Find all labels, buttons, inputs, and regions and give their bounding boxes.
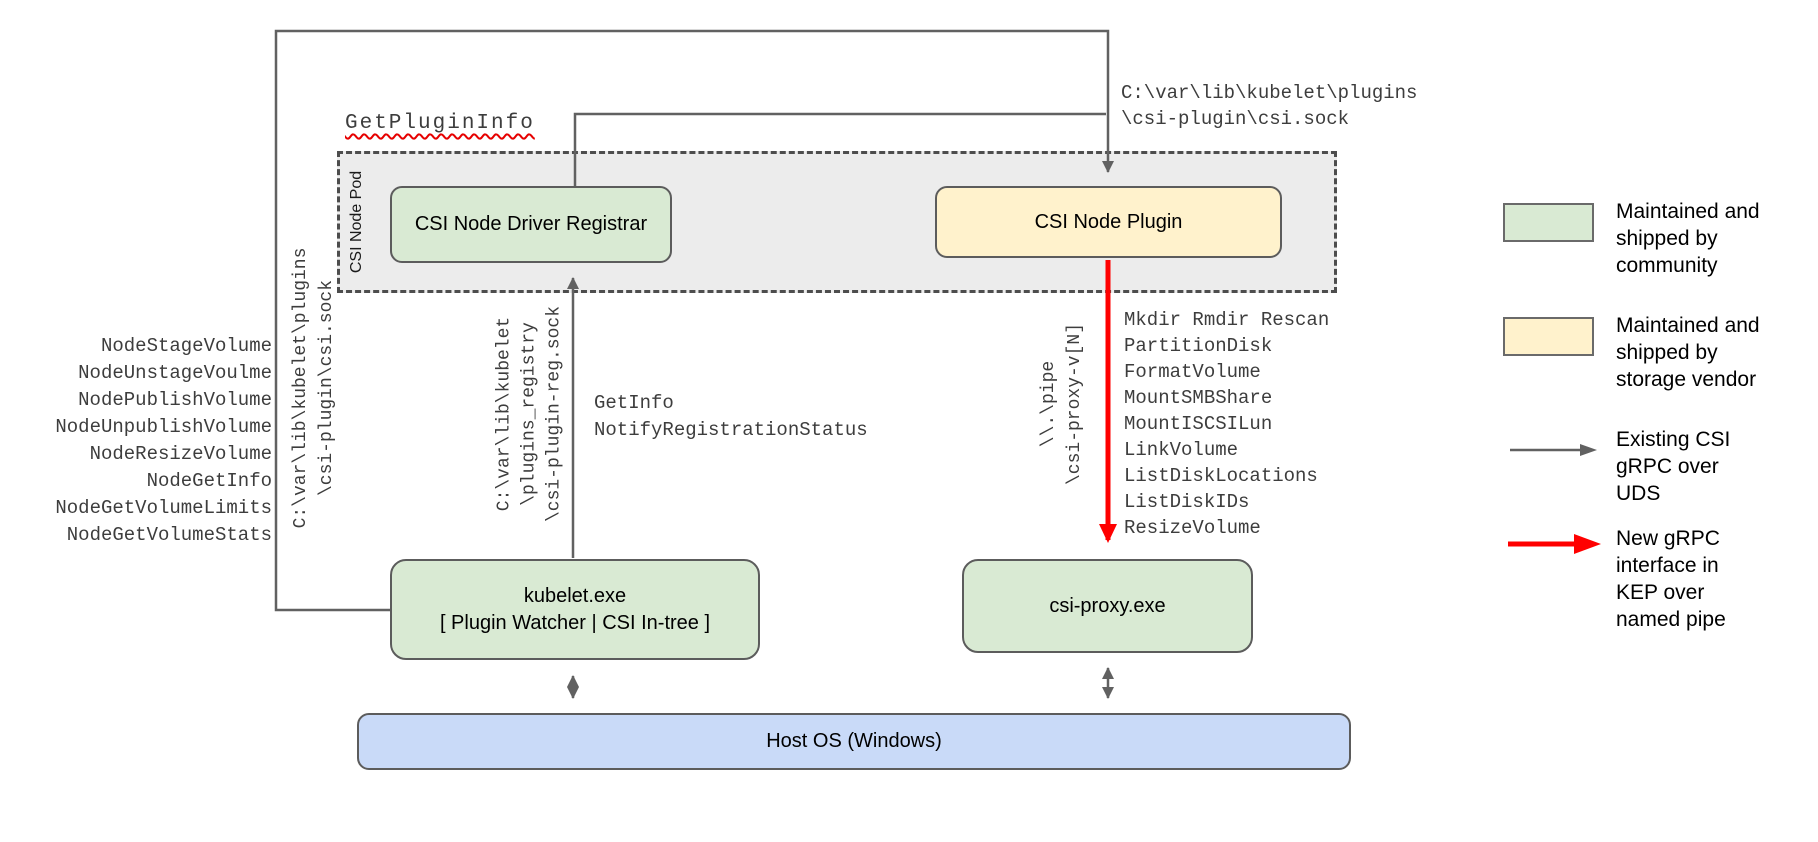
named-pipe-vertical-label: \\.\pipe \csi-proxy-v[N] [1039, 322, 1085, 486]
csi-sock-path-label: C:\var\lib\kubelet\plugins \csi-plugin\c… [1121, 82, 1418, 130]
plugin-reg-sock-vertical-label: C:\var\lib\kubelet \plugins_registry \cs… [494, 305, 565, 523]
legend-uds-label: Existing CSI gRPC over UDS [1616, 428, 1731, 505]
csi-proxy-rpc-list: Mkdir Rmdir Rescan PartitionDisk FormatV… [1124, 309, 1330, 539]
csi-sock-vertical-label: C:\var\lib\kubelet\plugins \csi-plugin\c… [291, 247, 337, 529]
host-os-box: Host OS (Windows) [357, 713, 1351, 770]
node-rpc-list: NodeStageVolume NodeUnstageVoulme NodePu… [55, 335, 272, 546]
legend-pipe-label: New gRPC interface in KEP over named pip… [1616, 527, 1726, 631]
new-grpc-arrow-icon [1508, 534, 1601, 554]
legend-community-label: Maintained and shipped by community [1616, 200, 1760, 277]
csi-node-pod-label: CSI Node Pod [348, 170, 365, 274]
csi-node-driver-registrar-box: CSI Node Driver Registrar [390, 186, 672, 263]
kubelet-box: kubelet.exe [ Plugin Watcher | CSI In-tr… [390, 559, 760, 660]
registration-rpc-list: GetInfo NotifyRegistrationStatus [594, 392, 868, 441]
legend-vendor-swatch [1503, 317, 1594, 356]
csi-node-plugin-box: CSI Node Plugin [935, 186, 1282, 258]
get-plugin-info-label: GetPluginInfo [345, 112, 535, 135]
legend-vendor-label: Maintained and shipped by storage vendor [1616, 314, 1760, 391]
legend-community-swatch [1503, 203, 1594, 242]
existing-grpc-arrow-icon [1510, 444, 1597, 456]
csi-proxy-box: csi-proxy.exe [962, 559, 1253, 653]
